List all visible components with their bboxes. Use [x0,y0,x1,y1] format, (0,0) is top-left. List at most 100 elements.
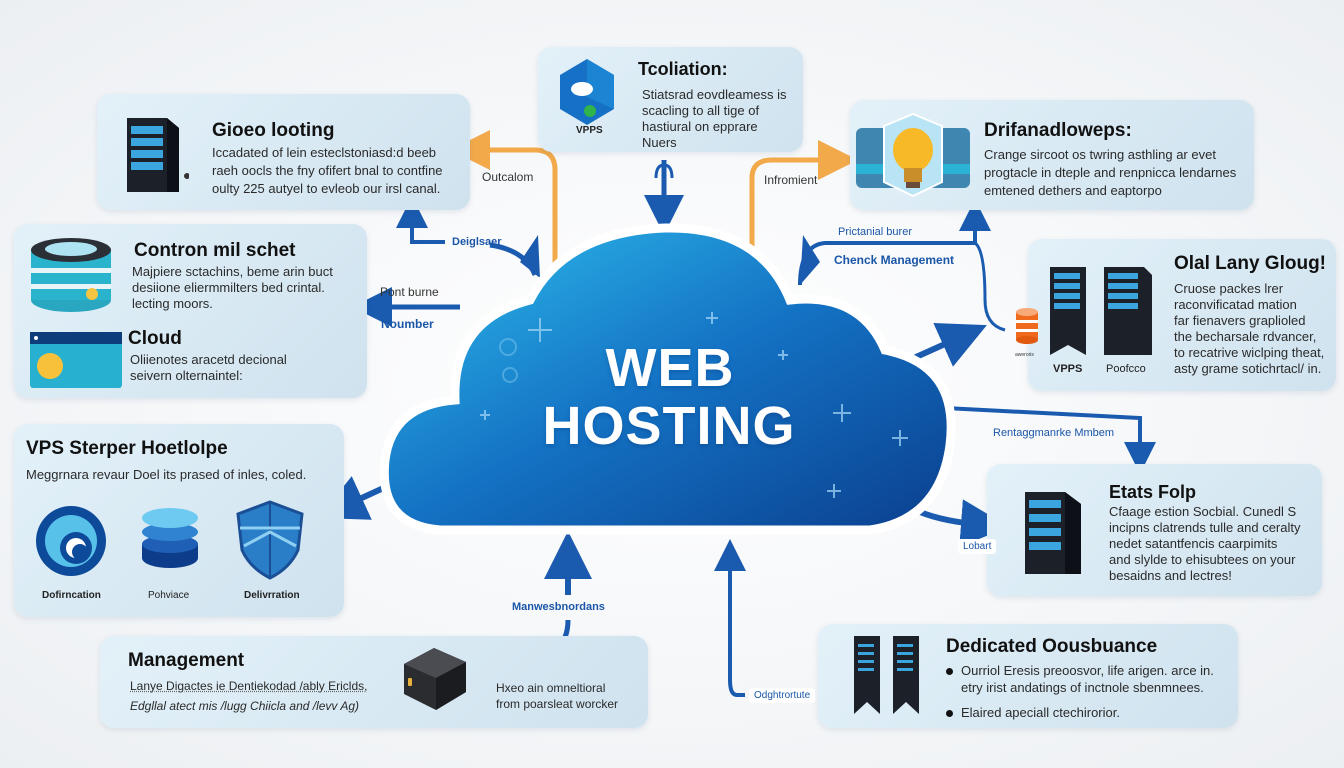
body-line: lecting moors. [132,296,213,311]
body-line: incipns clatrends tulle and ceralty [1109,520,1301,535]
card-body: Iccadated of lein esteclstoniasd:d beeb … [212,144,443,198]
card-title: Gioeo looting [212,120,335,141]
arrow-deiglsaer [396,196,445,244]
arrow-lobart [918,499,1009,548]
cloud-card-icon [30,332,122,388]
label-odghtrortute: Odghtrortute [749,688,816,703]
body-line: Ourriol Eresis preoosvor, life arigen. a… [961,663,1214,678]
server-tower-icon [1025,492,1081,574]
server-tower-icon [1050,267,1086,355]
card-management: Management Lanye Digactes ie Dentiekodad… [100,636,648,728]
card-subtitle: Cloud [128,328,182,349]
icon-caption: Delivrration [244,590,300,601]
card-body: Lanye Digactes ie Dentiekodad /ably Eric… [130,676,367,716]
body-line: Meggrnara revaur Doel its prased of inle… [26,467,307,482]
body-line: Nuers [642,135,677,150]
card-body: Meggrnara revaur Doel its prased of inle… [26,466,306,484]
shield-icon [236,500,304,580]
card-body: Stiatsrad eovdleamess is scacling to all… [642,87,787,151]
server-caption: Poofcco [1106,363,1146,375]
body-line: Edgllal atect mis /lugg Chiicla and /lev… [130,699,359,713]
card-body: Crange sircoot os twring asthling ar eve… [984,146,1236,200]
arrow-rentagg [944,406,1156,474]
body-line: Lanye Digactes ie Dentiekodad /ably Eric… [130,679,368,693]
database-icon [31,238,111,312]
icon-caption: Dofirncation [42,590,101,601]
body-line: Elaired apeciall ctechirorior. [961,705,1120,720]
database-stack-icon [142,508,198,568]
body-line: Iccadated of lein esteclstoniasd:d beeb [212,145,437,160]
body-line: Crange sircoot os twring asthling ar eve… [984,147,1216,162]
card-body: Majpiere sctachins, beme arin buct desii… [132,264,333,312]
label-lobart: Lobart [958,539,997,554]
body-line: to recatrive wiclping theat, [1174,345,1325,360]
body-line: emtened dethers and eaptorpo [984,183,1162,198]
body-line: far fienavers graplioled [1174,313,1306,328]
card-body: Oliienotes aracetd decional seivern olte… [130,352,287,384]
ring-icon [36,506,106,576]
body-line: Oliienotes aracetd decional [130,352,287,367]
label-infromient: Infromient [764,173,818,187]
card-body: Cruose packes lrer raconvificatad mation… [1174,281,1324,377]
server-tower-icon [1104,267,1152,355]
vps-cloud-icon [560,59,614,125]
side-note: Hxeo ain omneltioral from poarsleat worc… [496,680,618,712]
body-line: Cfaage estion Socbial. Cunedl S [1109,504,1297,519]
server-tower-icon [127,118,189,192]
label-pricternial: Prictanial burer [838,226,912,238]
bullet-dot [946,668,953,676]
arrow-orange-geo [450,130,558,280]
card-title: Tcoliation: [638,59,728,79]
card-geo-looting: Gioeo looting Iccadated of lein esteclst… [97,94,470,210]
card-title: Dedicated Oousbuance [946,636,1158,657]
body-line: and slylde to ehisubtees on your [1109,552,1296,567]
label-manwesh: Manwesbnordans [512,601,605,613]
card-dedicated: Dedicated Oousbuance Ourriol Eresis preo… [818,624,1238,728]
label-deiglsaer: Deiglsaer [452,236,502,248]
card-vps-sterper: VPS Sterper Hoetlolpe Meggrnara revaur D… [14,424,344,617]
card-title: Olal Lany Gloug! [1174,253,1327,274]
body-line: progtacle in dteple and renpnicca lendar… [984,165,1237,180]
body-line: desiione eliermmilters bed crintal. [132,280,325,295]
card-etats-folp: Etats Folp Cfaage estion Socbial. Cunedl… [987,464,1322,596]
label-chenck: Chenck Management [834,253,955,267]
server-rack-icon [893,636,919,714]
arrow-odght [714,539,746,697]
bullet-item: Ourriol Eresis preoosvor, life arigen. a… [946,662,1214,696]
server-caption: VPPS [1053,363,1083,375]
body-line: Hxeo ain omneltioral [496,681,606,695]
card-title: VPS Sterper Hoetlolpe [26,438,228,459]
card-isolation: VPPS Tcoliation: Stiatsrad eovdleamess i… [538,47,803,152]
card-title: Management [128,650,245,671]
label-outcalom: Outcalom [482,170,534,184]
db-caption: aweroris [1015,352,1034,358]
card-body: Cfaage estion Socbial. Cunedl S incipns … [1109,504,1301,584]
bullet-item: Elaired apeciall ctechirorior. [946,704,1120,722]
body-line: seivern olternaintel: [130,368,243,383]
card-control-cloud: Contron mil schet Majpiere sctachins, be… [14,224,367,398]
label-noumber: Noumber [381,317,434,331]
orange-database-icon [1016,308,1038,344]
body-line: scacling to all tige of [642,103,760,118]
lightbulb-icon [856,112,970,198]
card-title: Contron mil schet [134,240,296,261]
body-line: oulty 225 autyel to evleob our irsl cana… [212,181,441,196]
bullet-dot [946,710,953,718]
icon-caption: VPPS [576,125,603,136]
body-line: Majpiere sctachins, beme arin buct [132,264,333,279]
body-line: the becharsale rdvancer, [1174,329,1317,344]
body-line: from poarsleat worcker [496,697,619,711]
card-drivers: Drifanadloweps: Crange sircoot os twring… [850,100,1254,210]
arrow-orange-drivers [749,140,858,280]
body-line: raeh oocls the fny ofifert bnal to contf… [212,163,443,178]
body-line: asty grame sotichrtacl/ in. [1174,361,1322,376]
cloud-title-line1: WEB [605,338,735,398]
card-title: Etats Folp [1109,482,1197,502]
body-line: Cruose packes lrer [1174,281,1284,296]
body-line: raconvificatad mation [1174,297,1297,312]
body-line: hastiural on epprare [642,119,758,134]
icon-caption: Pohviace [148,590,190,601]
label-pont-burne: Pont burne [380,285,439,299]
body-line: nedet satantfencis caarpimits [1109,536,1278,551]
